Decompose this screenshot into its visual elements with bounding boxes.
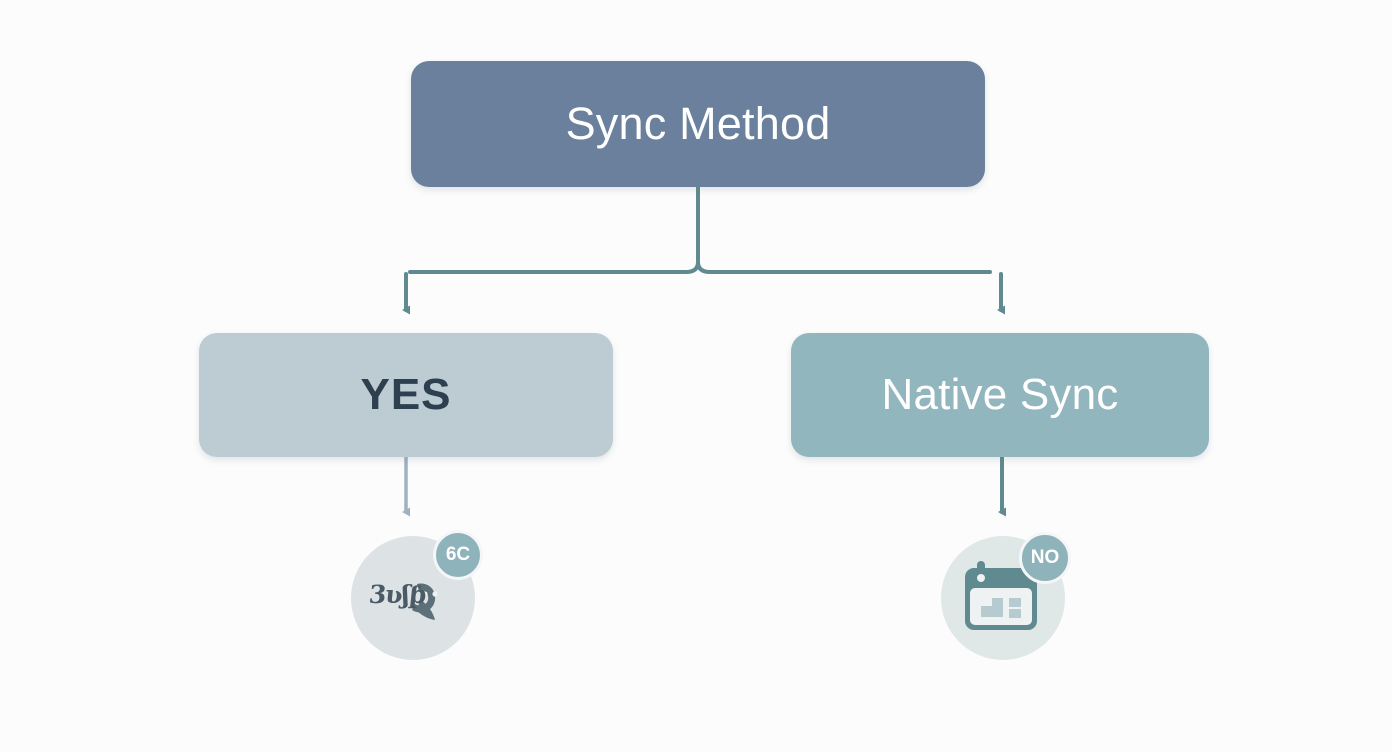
distorted-wordmark-icon	[412, 583, 438, 620]
calendar-icon	[965, 561, 1037, 630]
node-sync-method[interactable]: Sync Method	[411, 61, 985, 187]
node-native-sync-label: Native Sync	[881, 369, 1119, 419]
edge-branch-bar	[408, 260, 992, 274]
right-icon-badge: NO	[1019, 532, 1071, 584]
node-yes-label: YES	[360, 369, 452, 419]
left-icon-glyph-text: 3ʋʃƥ	[367, 580, 428, 609]
node-yes[interactable]: YES	[199, 333, 613, 457]
left-icon-node[interactable]: 3ʋʃƥ 6C	[351, 530, 483, 660]
node-sync-method-label: Sync Method	[565, 98, 831, 150]
left-icon-badge: 6C	[433, 530, 483, 580]
right-icon-node[interactable]: NO	[941, 532, 1071, 660]
node-native-sync[interactable]: Native Sync	[791, 333, 1209, 457]
